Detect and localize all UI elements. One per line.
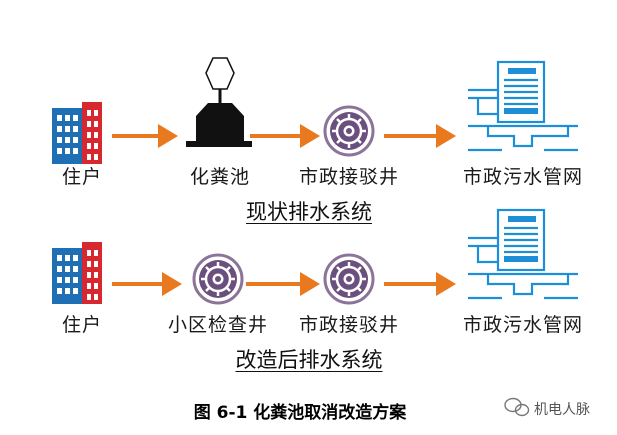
municipal-sewer-network-icon xyxy=(466,208,580,300)
node-label-municipal-manhole: 市政接驳井 xyxy=(298,166,400,188)
manhole-icon xyxy=(323,253,375,305)
wechat-icon xyxy=(504,397,530,417)
system-label-renovated: 改造后排水系统 xyxy=(235,348,383,372)
system-label-current: 现状排水系统 xyxy=(246,200,372,224)
septic-tank-icon xyxy=(186,57,252,147)
node-label-household: 住户 xyxy=(61,314,103,336)
node-label-septic-tank: 化粪池 xyxy=(189,166,251,188)
row-renovated-system xyxy=(52,208,580,305)
node-label-municipal-sewer: 市政污水管网 xyxy=(462,166,584,188)
node-label-municipal-sewer: 市政污水管网 xyxy=(462,314,584,336)
figure-caption: 图 6-1 化粪池取消改造方案 xyxy=(193,403,407,423)
watermark-text: 机电人脉 xyxy=(534,402,590,418)
residential-building-icon xyxy=(52,242,102,304)
municipal-sewer-network-icon xyxy=(466,60,580,152)
manhole-icon xyxy=(323,105,375,157)
manhole-icon xyxy=(192,253,244,305)
residential-building-icon xyxy=(52,102,102,164)
node-label-community-manhole: 小区检查井 xyxy=(167,314,269,336)
node-label-municipal-manhole: 市政接驳井 xyxy=(298,314,400,336)
row-current-system xyxy=(52,57,580,164)
node-label-household: 住户 xyxy=(61,166,103,188)
